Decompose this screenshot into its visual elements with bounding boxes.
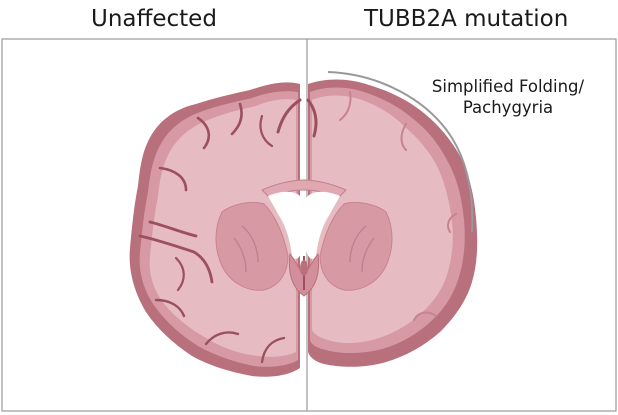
annotation-text: Simplified Folding/ Pachygyria xyxy=(418,76,598,118)
deep-structures xyxy=(215,179,393,297)
annotation-arc xyxy=(327,71,474,233)
annotation-line-2: Pachygyria xyxy=(462,98,554,117)
unaffected-label: Unaffected xyxy=(91,6,217,32)
lateral-ventricles xyxy=(268,191,340,259)
annotation-line-1: Simplified Folding/ xyxy=(431,77,585,96)
mutation-label: TUBB2A mutation xyxy=(364,6,569,32)
